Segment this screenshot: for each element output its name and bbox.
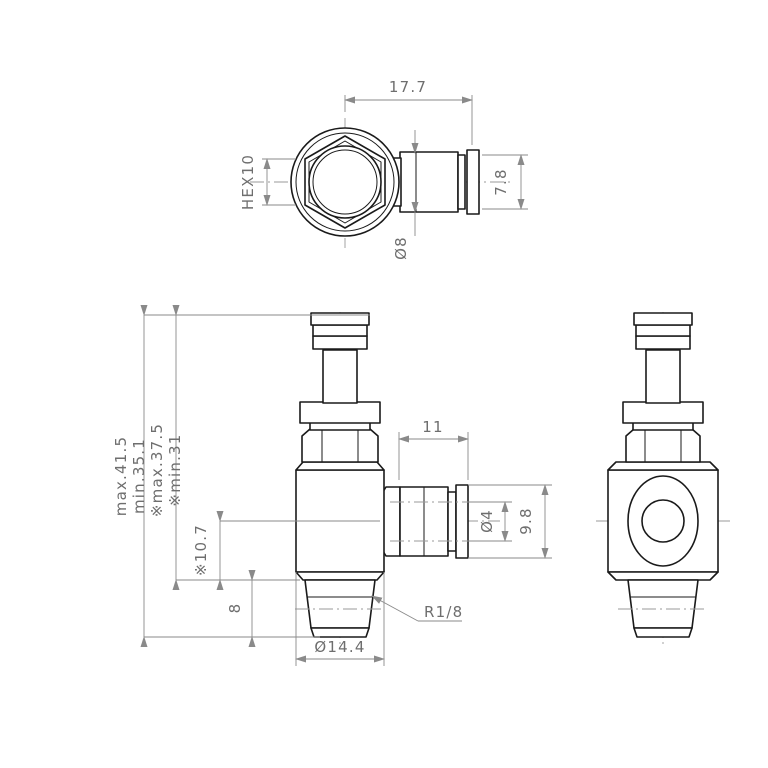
dimension-9-8: 9.8 [468, 484, 552, 559]
side-view-collar [622, 401, 704, 431]
dim-max-37-5-label: ※max.37.5 [148, 423, 166, 517]
dim-17-7-label: 17.7 [389, 78, 427, 96]
dimension-hex10: HEX10 [239, 154, 296, 210]
dimension-17-7: 17.7 [344, 78, 473, 145]
dim-min-31-label: ※min.31 [166, 433, 184, 506]
dimension-7-8: 7.8 [482, 154, 528, 210]
top-view-second-circle [295, 132, 395, 232]
front-view-collar [299, 401, 381, 431]
dim-7-8-label: 7.8 [492, 168, 510, 195]
dimension-8: 8 [226, 570, 310, 647]
dim-8-label: 8 [226, 603, 244, 614]
side-view-port-bore [641, 499, 685, 543]
dim-dia8-label: Ø8 [392, 236, 410, 260]
side-view-adjust-stem [645, 349, 681, 404]
dim-9-8-label: 9.8 [517, 507, 535, 534]
dimension-alt-height: ※max.37.5 ※min.31 [148, 305, 370, 590]
dim-max-41-5-label: max.41.5 [112, 436, 130, 516]
dim-10-7-label: ※10.7 [192, 524, 210, 576]
side-view-male-thread [618, 579, 708, 638]
dimension-dia4: Ø4 [468, 501, 512, 542]
callout-r18: R1/8 [371, 595, 463, 622]
dim-min-35-1-label: min.35.1 [130, 438, 148, 514]
callout-r18-label: R1/8 [424, 603, 463, 621]
dim-hex10-label: HEX10 [239, 154, 257, 210]
front-view-hex-nut [301, 428, 379, 463]
side-view-hex-nut [625, 428, 701, 463]
front-view-adjust-knob [310, 312, 370, 350]
side-view [596, 312, 730, 645]
top-view-bore-inner [312, 149, 378, 215]
dimension-dia14-4: Ø14.4 [295, 572, 385, 666]
front-view: max.41.5 min.35.1 ※max.37.5 ※min.31 ※10.… [112, 305, 552, 666]
dim-11-label: 11 [422, 418, 444, 436]
side-view-valve-body [607, 461, 719, 581]
top-view: 17.7 HEX10 7.8 Ø8 [239, 78, 528, 260]
dimension-11: 11 [398, 418, 469, 480]
front-view-male-thread [295, 579, 385, 638]
top-view-hexagon-inner [308, 140, 382, 224]
front-view-adjust-stem [322, 349, 358, 404]
dimension-dia8: Ø8 [392, 130, 419, 260]
side-view-adjust-knob [633, 312, 693, 350]
dim-dia4-label: Ø4 [478, 509, 496, 533]
top-view-bore-outer [308, 145, 382, 219]
dim-dia14-4-label: Ø14.4 [314, 638, 365, 656]
